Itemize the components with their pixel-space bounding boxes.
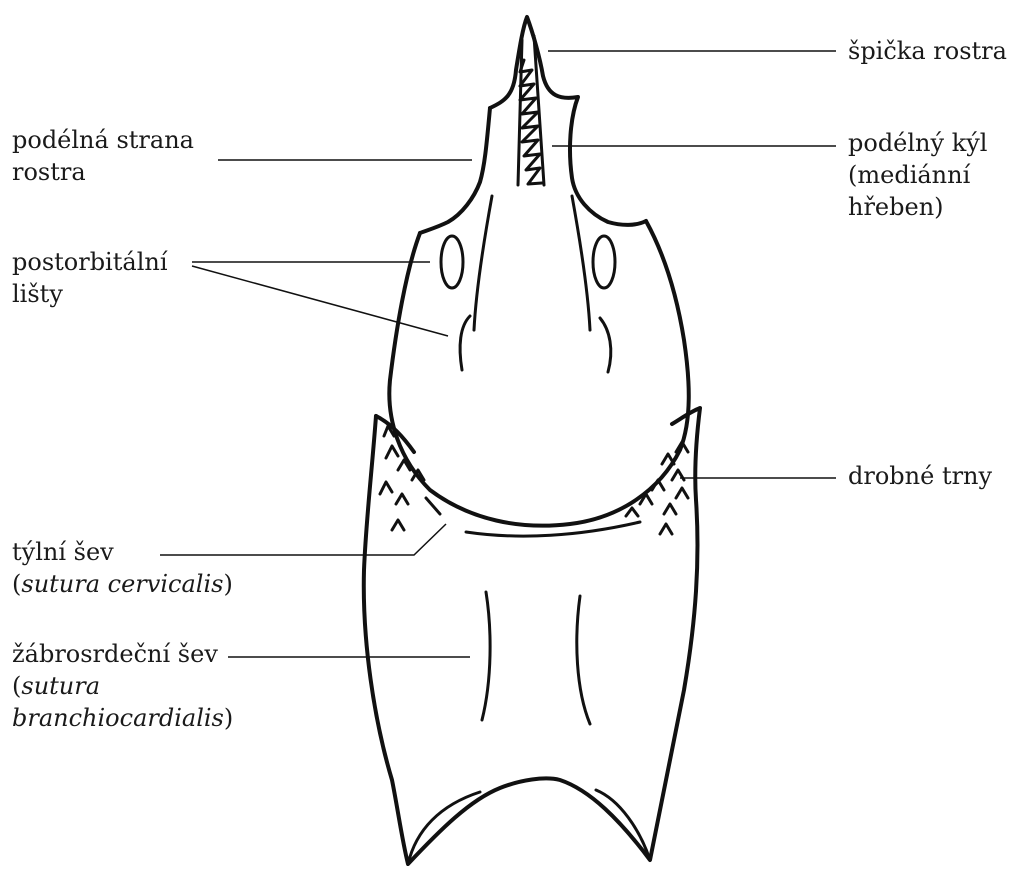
postorbital-ridge-lower-right [600,318,611,372]
label-podelna-strana: podélná strana rostra [12,124,194,188]
label-zabrosrdecni-sev: žábrosrdeční šev (sutura branchiocardial… [12,638,233,734]
rostrum-ridge-left [474,196,492,330]
label-drobne-trny: drobné trny [848,460,992,492]
label-postorbitalni-listy: postorbitální lišty [12,246,168,310]
branchiocardiac-suture-left [482,592,490,720]
rostrum-outline [490,17,646,225]
leader-lines [160,51,836,657]
label-podelny-kyl: podélný kýl (mediánní hřeben) [848,127,987,223]
rostrum-ridge-right [572,196,590,330]
spines-left [380,426,440,530]
rostrum-left-side [420,108,490,233]
branchiocardiac-suture-right [577,596,590,724]
postorbital-ridge-upper-left [441,236,463,288]
carapace-head-outline [389,221,688,526]
postorbital-ridge-lower-left [460,316,470,370]
label-tylni-sev: týlní šev (sutura cervicalis) [12,536,233,600]
label-spicka-rostra: špička rostra [848,35,1007,67]
postorbital-ridge-upper-right [593,236,615,288]
leader-postorb-b [192,266,448,336]
